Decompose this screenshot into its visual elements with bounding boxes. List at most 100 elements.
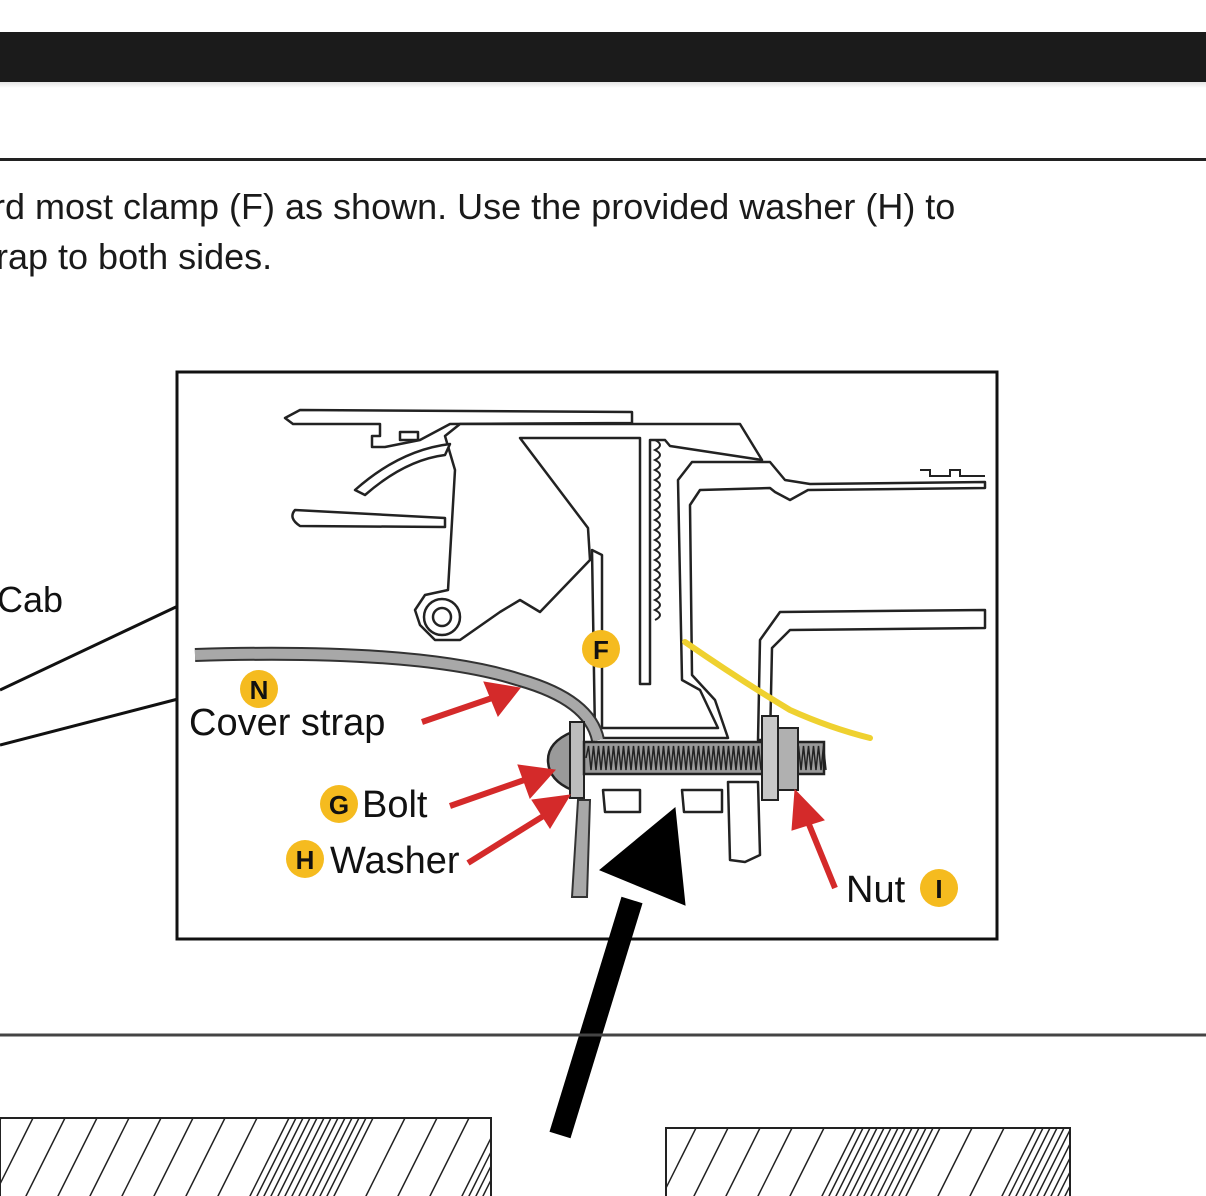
arrow-washer: [466, 812, 547, 866]
red-arrows: [421, 681, 838, 890]
hatch-line: [263, 1118, 304, 1196]
arrow-bolt-head: [517, 764, 557, 799]
lower-clip: [726, 780, 762, 864]
top-rail-tab: [398, 430, 420, 442]
arrow-nut: [805, 820, 838, 890]
hatch-line: [475, 1164, 491, 1196]
hatch-line: [1008, 1128, 1044, 1196]
top-bar-shadow: [0, 82, 1206, 88]
hatch-line: [249, 1118, 290, 1196]
label-washer: Washer: [330, 840, 460, 882]
hatch-line: [217, 1118, 258, 1196]
hatch-line: [1050, 1156, 1070, 1196]
svg-text:F: F: [593, 635, 609, 665]
top-rail: [283, 408, 634, 449]
hatch-line: [842, 1128, 878, 1196]
black-arrow: [549, 807, 686, 1139]
hatch-line: [1001, 1128, 1037, 1196]
callout-line-upper: [0, 604, 179, 692]
hatch-line: [256, 1118, 297, 1196]
hatch-line: [1022, 1128, 1058, 1196]
label-bolt: Bolt: [362, 784, 428, 826]
hatch-line: [277, 1118, 318, 1196]
svg-text:N: N: [250, 675, 269, 705]
hatch-line: [856, 1128, 892, 1196]
hatch-line: [898, 1128, 934, 1196]
hatch-line: [482, 1178, 491, 1196]
arrow-bolt: [449, 775, 531, 809]
hatch-line: [429, 1118, 470, 1196]
hatch-line: [849, 1128, 885, 1196]
hatch-line: [0, 1118, 34, 1186]
hatch-line: [333, 1118, 374, 1196]
hatch-line: [1015, 1128, 1051, 1196]
rail-notches: [920, 469, 985, 477]
hatch-line: [291, 1118, 332, 1196]
header-divider: [0, 158, 1206, 161]
hatch-line: [789, 1128, 825, 1196]
hatch-line: [298, 1118, 339, 1196]
washer-nut-side: [761, 715, 779, 801]
black-arrow-shaft: [549, 896, 643, 1139]
hatch-line: [312, 1118, 353, 1196]
badge-g: G: [320, 785, 358, 823]
hatch-line: [1029, 1128, 1065, 1196]
callout-line-lower: [0, 697, 179, 747]
clamp-profile: [283, 408, 987, 864]
hatch-line: [397, 1118, 438, 1196]
bolt-head: [546, 730, 574, 792]
hatch-line: [1036, 1128, 1070, 1196]
hatch-line: [725, 1128, 761, 1196]
badge-n: N: [240, 670, 278, 708]
hatch-line: [891, 1128, 927, 1196]
black-arrow-head: [599, 807, 686, 906]
hatch-line: [284, 1118, 325, 1196]
hinge-pin: [431, 606, 453, 628]
hatch-line: [185, 1118, 226, 1196]
cover-strap-lower: [570, 799, 592, 898]
hatch-line: [821, 1128, 857, 1196]
washer-h-part: [569, 721, 585, 799]
hatch-line: [1057, 1170, 1070, 1196]
hatch-line: [121, 1118, 162, 1196]
hatch-line: [884, 1128, 920, 1196]
badge-h: H: [286, 840, 324, 878]
hatch-line: [57, 1118, 98, 1196]
hatch-line: [863, 1128, 899, 1196]
svg-text:G: G: [329, 790, 349, 820]
clamp-body-f: [590, 460, 987, 740]
side-flange: [291, 508, 447, 529]
arrow-nut-head: [791, 788, 825, 831]
hatch-line: [870, 1128, 906, 1196]
hatch-line: [828, 1128, 864, 1196]
instruction-text: rd most clamp (F) as shown. Use the prov…: [0, 182, 955, 282]
hatch-line: [365, 1118, 406, 1196]
yellow-highlight: [682, 639, 873, 741]
hatch-line: [326, 1118, 367, 1196]
callout-label: Cab: [0, 579, 63, 620]
svg-text:I: I: [935, 874, 942, 904]
label-nut: Nut: [846, 869, 906, 911]
hatch-line: [1043, 1142, 1070, 1196]
hatched-panel-right: [665, 1127, 1071, 1196]
arrow-cover-strap: [421, 694, 496, 725]
hatch-line: [468, 1150, 491, 1196]
hatch-line: [305, 1118, 346, 1196]
badge-f: F: [582, 630, 620, 668]
svg-text:H: H: [296, 845, 315, 875]
hatch-line: [905, 1128, 941, 1196]
slot-1: [601, 788, 642, 814]
hatched-panel-left: [0, 1117, 492, 1196]
instruction-line-1: rd most clamp (F) as shown. Use the prov…: [0, 186, 956, 227]
hatch-line: [319, 1118, 360, 1196]
arrow-cover-strap-head: [483, 681, 521, 717]
curved-lip: [353, 442, 452, 497]
hatch-line: [693, 1128, 729, 1196]
hatch-line: [89, 1118, 130, 1196]
badge-i: I: [920, 869, 958, 907]
label-cover-strap: Cover strap: [189, 702, 385, 744]
main-extrusion: [413, 422, 764, 686]
hatch-line: [25, 1118, 66, 1196]
hatch-line: [153, 1118, 194, 1196]
